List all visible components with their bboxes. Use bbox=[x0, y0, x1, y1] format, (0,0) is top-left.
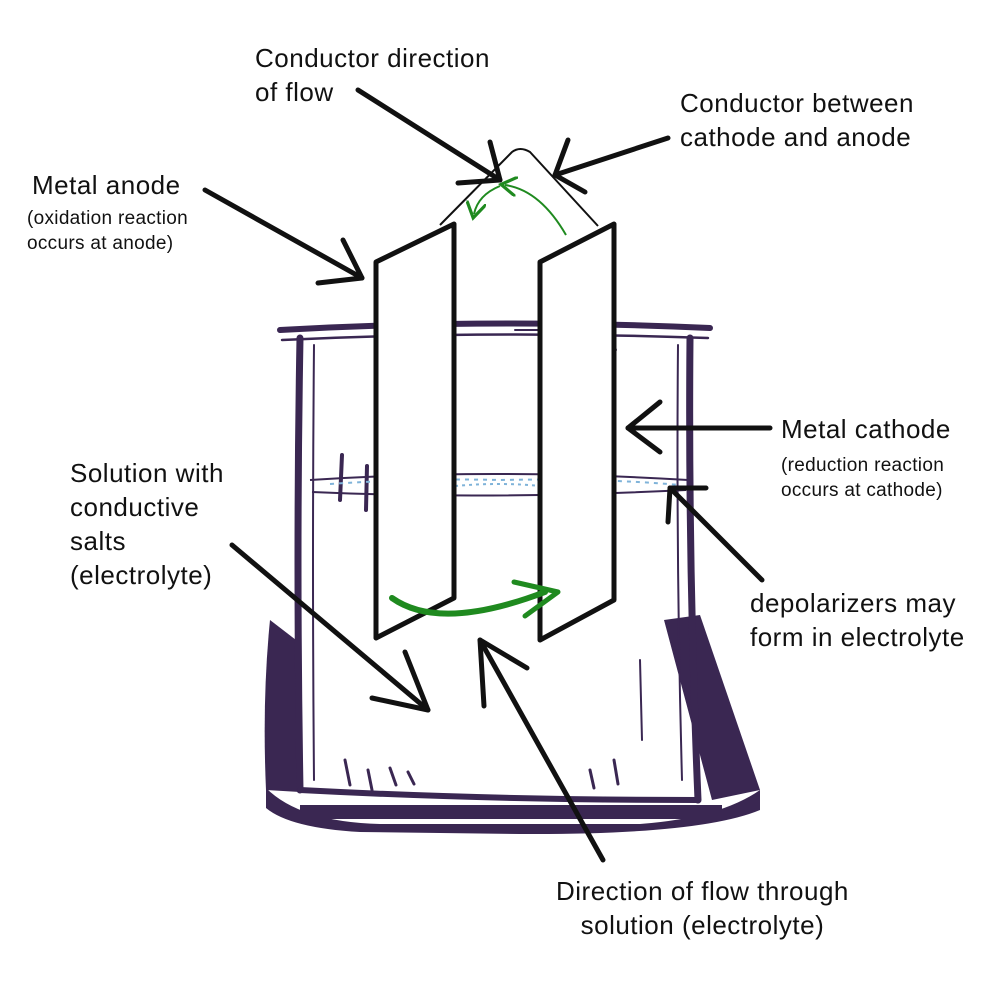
label-metal-cathode: Metal cathode bbox=[781, 414, 951, 444]
solution-flow-arrow bbox=[389, 589, 548, 617]
label-conductor-direction: Conductor direction of flow bbox=[255, 41, 490, 109]
label-solution: Solution with conductive salts (electrol… bbox=[70, 456, 224, 592]
label-anode-note: (oxidation reaction occurs at anode) bbox=[27, 206, 188, 256]
label-line: salts bbox=[70, 526, 126, 556]
label-line: Solution with bbox=[70, 458, 224, 488]
arrow-metal-cathode bbox=[625, 399, 773, 455]
arrow-solution bbox=[229, 542, 431, 713]
beaker-base bbox=[264, 615, 760, 835]
beaker bbox=[264, 320, 760, 835]
label-line: occurs at cathode) bbox=[781, 480, 943, 501]
label-line: (oxidation reaction bbox=[27, 208, 188, 229]
metal-cathode bbox=[537, 221, 617, 643]
label-line: occurs at anode) bbox=[27, 233, 174, 254]
label-flow-through: Direction of flow through solution (elec… bbox=[556, 874, 849, 942]
arrow-flow-through bbox=[477, 637, 606, 863]
label-line: solution (electrolyte) bbox=[580, 910, 825, 940]
conductor-wire bbox=[439, 148, 599, 227]
conductor-flow-arrow bbox=[505, 185, 567, 236]
label-line: depolarizers may bbox=[750, 588, 956, 618]
arrow-conductor-between bbox=[552, 135, 671, 195]
solution-flow-arrowhead bbox=[511, 579, 561, 619]
arrow-depolarizers bbox=[665, 485, 765, 583]
label-metal-anode: Metal anode bbox=[32, 170, 181, 200]
label-line: Conductor between bbox=[680, 88, 914, 118]
conductor-flow-arrow-2 bbox=[474, 185, 501, 214]
label-line: (electrolyte) bbox=[70, 560, 213, 590]
label-line: Direction of flow through bbox=[556, 876, 849, 906]
label-line: (reduction reaction bbox=[781, 455, 945, 476]
arrow-conductor-direction bbox=[355, 87, 503, 186]
label-conductor-between: Conductor between cathode and anode bbox=[680, 86, 914, 154]
label-line: conductive bbox=[70, 492, 200, 522]
metal-anode bbox=[373, 221, 457, 641]
label-line: of flow bbox=[255, 77, 334, 107]
label-cathode-note: (reduction reaction occurs at cathode) bbox=[781, 453, 944, 503]
arrow-metal-anode bbox=[202, 187, 365, 286]
label-depolarizers: depolarizers may form in electrolyte bbox=[750, 586, 965, 654]
label-line: Conductor direction bbox=[255, 43, 490, 73]
beaker-walls bbox=[277, 320, 713, 804]
label-line: cathode and anode bbox=[680, 122, 912, 152]
label-line: form in electrolyte bbox=[750, 622, 965, 652]
